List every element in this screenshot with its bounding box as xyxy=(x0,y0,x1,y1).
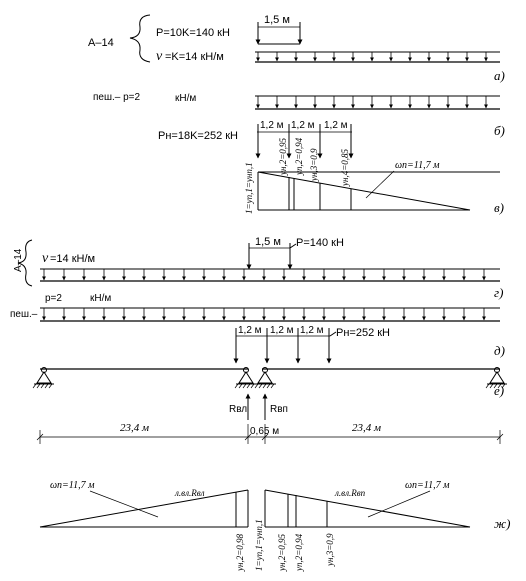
pedestrian-unit-mid: кН/м xyxy=(90,293,111,304)
udl-ped-top xyxy=(256,96,488,109)
nu-glyph-g: ν xyxy=(42,251,49,266)
v-label-g: =14 кН/м xyxy=(50,253,95,265)
area-bottom-left: ωп=11,7 м xyxy=(50,480,95,491)
row-letter-e: е) xyxy=(494,383,504,398)
ordinate-bottom-1: 1=yп,1=yнп,1 xyxy=(254,519,264,571)
reaction-right: Rвп xyxy=(270,404,288,415)
brace-g xyxy=(17,239,33,287)
pedestrian-label-top: пеш.– р=2 xyxy=(93,92,141,103)
section-b: пеш.– р=2 кН/м Pн=18K=252 кН 1,2 м 1,2 м… xyxy=(93,92,500,159)
support-right xyxy=(485,367,507,389)
udl-ped-mid xyxy=(42,308,486,321)
section-d: 1,2 м 1,2 м 1,2 м Pн=252 кН xyxy=(233,325,390,364)
class-label-a: А–14 xyxy=(88,37,114,49)
area-top: ωп=11,7 м xyxy=(395,160,440,171)
udl-a xyxy=(256,52,488,62)
row-letter-a: а) xyxy=(494,68,505,83)
ordinate-bottom-2: yн,2=0,95 xyxy=(277,533,287,572)
span-right: 23,4 м xyxy=(352,422,381,434)
span-gap: 0,65 м xyxy=(250,426,279,437)
vehicle-spacing-mid-1: 1,2 м xyxy=(238,325,262,336)
p-label-g: P=140 кН xyxy=(296,237,344,249)
span-left: 23,4 м xyxy=(120,422,149,434)
section-g: А–14 ν =14 кН/м 1,5 м P=140 кН xyxy=(13,236,500,287)
section-a: А–14 P=10K=140 кН ν =K=14 кН/м 1,5 м xyxy=(88,14,500,64)
reaction-left: Rвл xyxy=(229,404,247,415)
p-formula-a: P=10K=140 кН xyxy=(156,27,230,39)
support-left xyxy=(32,367,54,389)
pedestrian-p-mid: р=2 xyxy=(45,293,62,304)
row-letters: а) б) в) г) д) е) ж) xyxy=(494,68,510,531)
section-ped-mid: р=2 кН/м пеш.– xyxy=(10,293,500,322)
brace-a xyxy=(129,14,151,63)
row-letter-v: в) xyxy=(494,200,504,215)
pedestrian-unit-top: кН/м xyxy=(175,93,196,104)
ordinate-top-5: yн,4=0,85 xyxy=(340,148,350,187)
vehicle-spacing-top-2: 1,2 м xyxy=(291,120,315,131)
row-letter-g: г) xyxy=(494,285,503,300)
section-zh: ωп=11,7 м л.вл.Rвл л.вл.Rвп ωп=11,7 м yн… xyxy=(39,480,471,572)
row-letter-b: б) xyxy=(494,123,505,138)
support-mid-right xyxy=(254,367,276,389)
tandem-span-g: 1,5 м xyxy=(255,236,281,248)
section-e: Rвл Rвп 23,4 м 0,65 м 23,4 м xyxy=(32,367,507,444)
ordinate-top-2: yн,2=0,95 xyxy=(278,137,288,176)
udl-g xyxy=(42,269,486,281)
vehicle-spacing-top-1: 1,2 м xyxy=(260,120,284,131)
ordinate-top-4: yн,3=0,9 xyxy=(309,148,319,182)
vehicle-spacing-mid-3: 1,2 м xyxy=(300,325,324,336)
vehicle-spacing-top-3: 1,2 м xyxy=(324,120,348,131)
support-mid-left xyxy=(234,367,256,389)
ordinate-bottom-4: yн,3=0,9 xyxy=(325,533,335,567)
area-bottom-right: ωп=11,7 м xyxy=(405,480,450,491)
ordinate-top-3: yп,2=0,94 xyxy=(294,137,304,176)
line-label-right: л.вл.Rвп xyxy=(334,488,366,498)
line-label-left: л.вл.Rвл xyxy=(174,488,205,498)
row-letter-zh: ж) xyxy=(494,516,510,531)
vehicle-load-mid: Pн=252 кН xyxy=(336,327,390,339)
nu-glyph-a: ν xyxy=(156,49,163,64)
vehicle-spacing-mid-2: 1,2 м xyxy=(270,325,294,336)
vehicle-formula-top: Pн=18K=252 кН xyxy=(158,130,238,142)
ordinate-top-1: 1=yп,1=yнп,1 xyxy=(244,162,254,214)
v-formula-a: =K=14 кН/м xyxy=(165,51,224,63)
tandem-span-a: 1,5 м xyxy=(264,14,290,26)
pedestrian-prefix-mid: пеш.– xyxy=(10,309,38,320)
ordinate-bottom-left: yн,2=0,98 xyxy=(235,533,245,572)
row-letter-d: д) xyxy=(494,343,505,358)
ordinate-bottom-3: yп,2=0,94 xyxy=(294,533,304,572)
section-v: 1=yп,1=yнп,1 yн,2=0,95 yп,2=0,94 yн,3=0,… xyxy=(244,137,500,214)
class-label-g: А–14 xyxy=(13,248,24,272)
